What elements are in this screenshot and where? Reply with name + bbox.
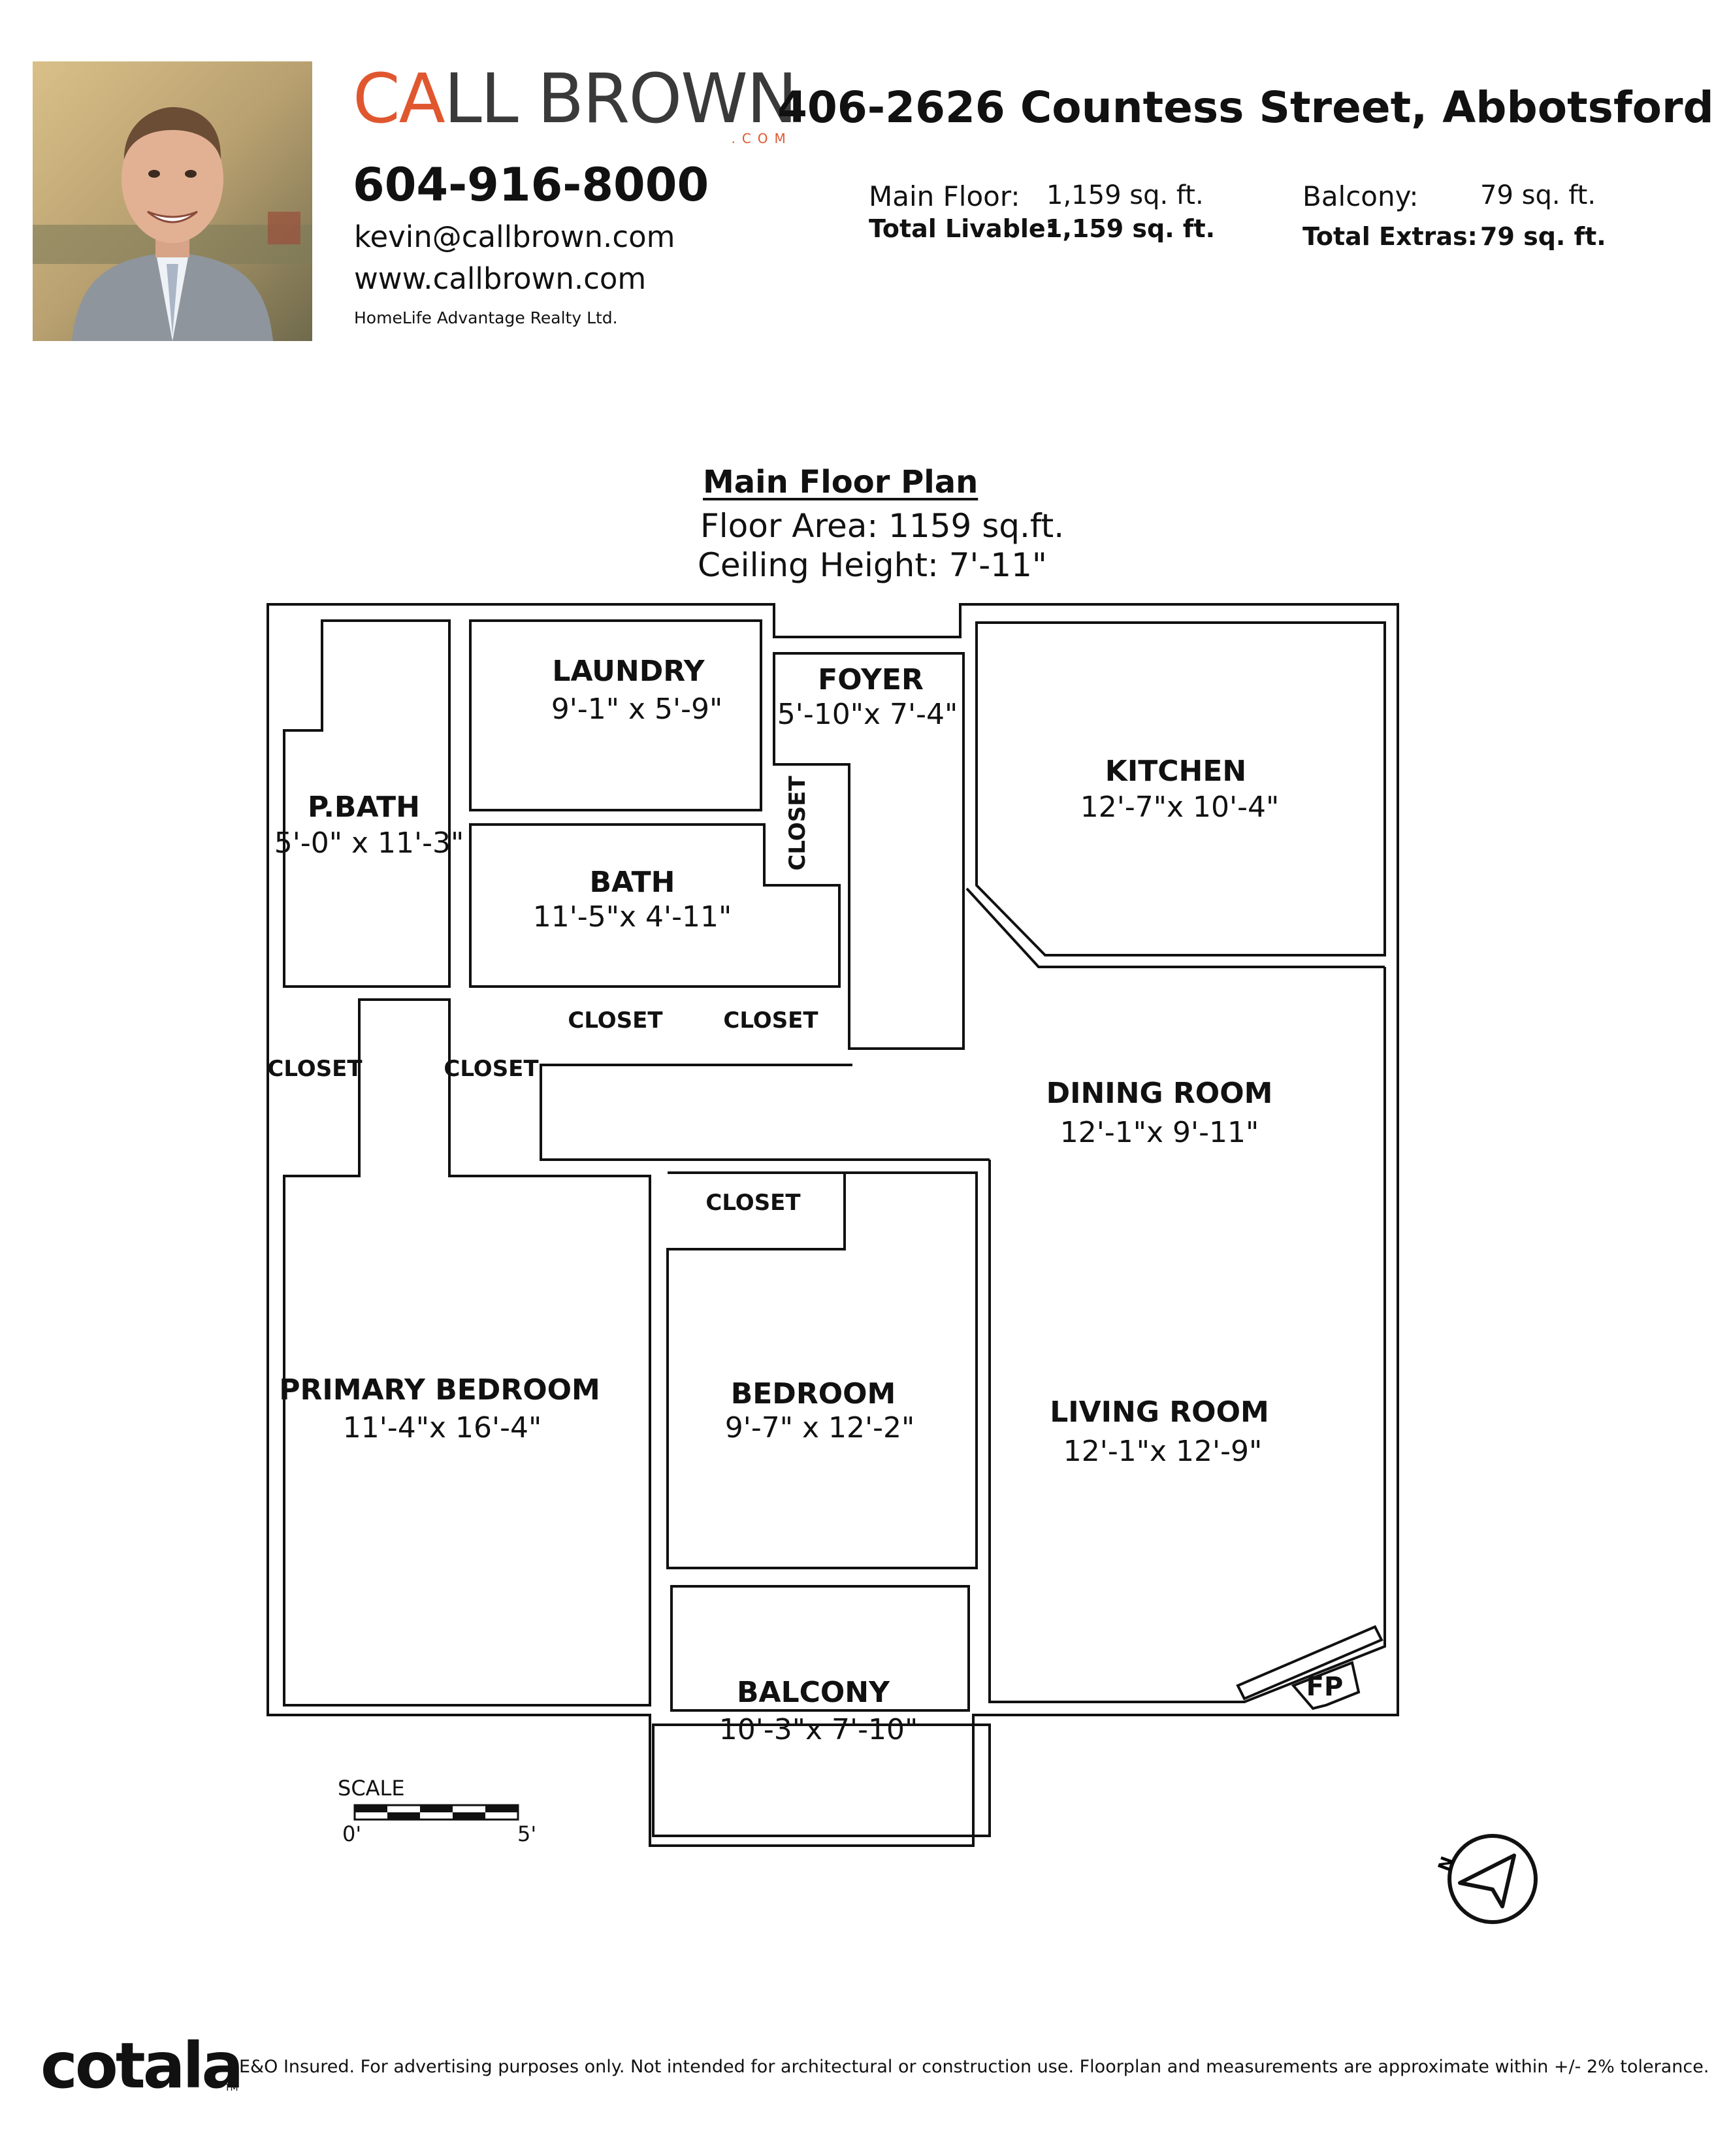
room-primary-bedroom-dims: 11'-4"x 16'-4" [343, 1411, 542, 1445]
agency-name: HomeLife Advantage Realty Ltd. [354, 308, 618, 327]
room-balcony-dims: 10'-3"x 7'-10" [719, 1713, 918, 1746]
brand-logo-suffix: .COM [731, 131, 792, 146]
total-extras-value: 79 sq. ft. [1480, 222, 1606, 251]
room-bedroom-dims: 9'-7" x 12'-2" [725, 1411, 914, 1445]
room-kitchen-label: KITCHEN [1105, 755, 1246, 788]
room-laundry-dims: 9'-1" x 5'-9" [551, 693, 722, 726]
agent-portrait-image [33, 61, 312, 341]
closet-primary-right-label: CLOSET [444, 1056, 539, 1082]
brand-logo-part1: CA [353, 59, 445, 139]
agent-email[interactable]: kevin@callbrown.com [354, 220, 675, 254]
room-dining-label: DINING ROOM [1046, 1077, 1273, 1110]
scale-label: SCALE [338, 1776, 405, 1801]
agent-photo [33, 61, 312, 341]
listing-address: 406-2626 Countess Street, Abbotsford [777, 82, 1714, 133]
room-foyer-dims: 5'-10"x 7'-4" [777, 698, 958, 731]
floor-area: Floor Area: 1159 sq.ft. [700, 507, 1065, 545]
closet-foyer-label: CLOSET [784, 776, 811, 871]
closet-hall-1-label: CLOSET [568, 1007, 663, 1034]
brand-logo: CALL BROWN .COM [353, 63, 798, 148]
north-arrow-icon: N [1434, 1834, 1538, 1924]
total-livable-value: 1,159 sq. ft. [1045, 214, 1216, 243]
scale-end: 5' [517, 1821, 536, 1846]
room-living-dims: 12'-1"x 12'-9" [1063, 1435, 1262, 1468]
room-laundry-label: LAUNDRY [552, 655, 705, 688]
room-dining-dims: 12'-1"x 9'-11" [1060, 1116, 1259, 1149]
room-bath-dims: 11'-5"x 4'-11" [533, 900, 732, 934]
cotala-logo-tm: TM [225, 2083, 238, 2093]
room-bath-label: BATH [589, 866, 675, 899]
closet-bedroom-label: CLOSET [705, 1190, 801, 1216]
room-kitchen-dims: 12'-7"x 10'-4" [1080, 791, 1279, 824]
floor-plan-walls [267, 603, 1399, 1847]
agent-website[interactable]: www.callbrown.com [354, 261, 647, 296]
disclaimer-text: E&O Insured. For advertising purposes on… [239, 2057, 1709, 2077]
main-floor-value: 1,159 sq. ft. [1046, 180, 1204, 210]
balcony-label: Balcony: [1302, 180, 1419, 212]
balcony-value: 79 sq. ft. [1480, 180, 1596, 210]
room-balcony-label: BALCONY [737, 1676, 890, 1709]
scale-bar: SCALE 0' 5' [338, 1776, 536, 1846]
closet-primary-left-label: CLOSET [267, 1056, 363, 1082]
room-primary-bedroom-label: PRIMARY BEDROOM [279, 1373, 600, 1407]
agent-phone[interactable]: 604-916-8000 [353, 158, 709, 212]
ceiling-height: Ceiling Height: 7'-11" [698, 546, 1047, 584]
room-pbath-dims: 5'-0" x 11'-3" [274, 826, 464, 860]
total-livable-label: Total Livable: [869, 214, 1056, 243]
total-extras-label: Total Extras: [1302, 222, 1478, 251]
fireplace-label: FP [1306, 1672, 1344, 1702]
room-pbath-label: P.BATH [308, 791, 420, 824]
room-foyer-label: FOYER [818, 663, 924, 696]
floor-plan: LAUNDRY 9'-1" x 5'-9" FOYER 5'-10"x 7'-4… [267, 603, 1538, 1924]
plan-title: Main Floor Plan [703, 464, 978, 500]
cotala-logo: cotala [40, 2029, 244, 2102]
room-bedroom-label: BEDROOM [731, 1377, 896, 1411]
brand-logo-part2: LL BROWN [444, 59, 798, 139]
main-floor-label: Main Floor: [869, 180, 1020, 212]
room-living-label: LIVING ROOM [1050, 1396, 1269, 1429]
closet-hall-2-label: CLOSET [723, 1007, 818, 1034]
scale-start: 0' [342, 1821, 361, 1846]
